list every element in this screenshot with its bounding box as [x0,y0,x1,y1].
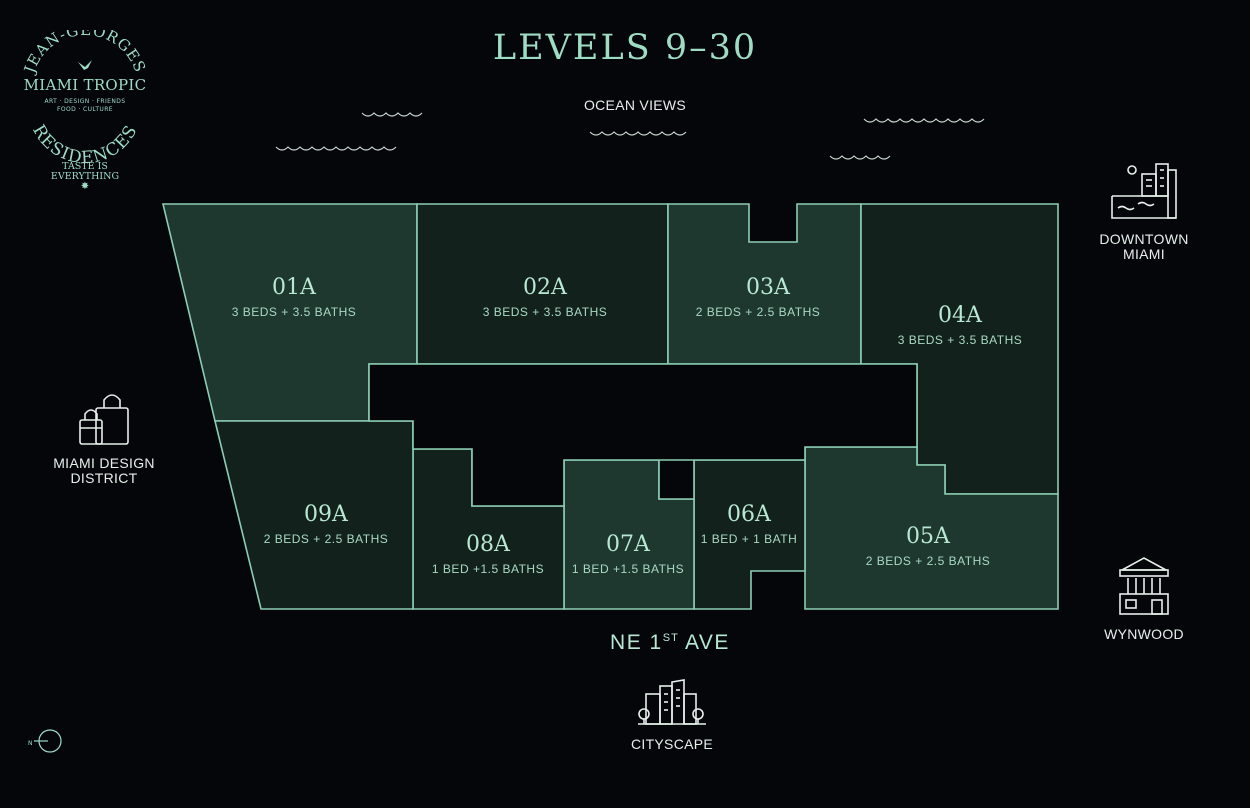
poi-cityscape-line1: CITYSCAPE [630,736,714,752]
unit-01a-name: 01A [272,275,317,300]
unit-03a-name: 03A [746,275,791,300]
skyline-icon [638,679,706,725]
street-prefix: NE 1 [610,631,663,654]
brand-logo: JEAN-GEORGES RESIDENCES MIAMI TROPIC ART… [18,30,152,200]
ocean-views-label: OCEAN VIEWS [583,97,687,113]
poi-miami-design-district: MIAMI DESIGN DISTRICT [44,456,164,486]
poi-downtown-miami: DOWNTOWN MIAMI [1084,232,1204,262]
logo-arc-text: JEAN-GEORGES RESIDENCES [20,30,149,168]
unit-08a-details: 1 BED +1.5 BATHS [432,562,544,576]
ocean-waves [275,112,985,160]
logo-tagline: ART · DESIGN · FRIENDS FOOD · CULTURE [18,98,152,114]
logo-motto: TASTE IS EVERYTHING [18,162,152,182]
street-suffix: AVE [678,631,730,654]
unit-09a-details: 2 BEDS + 2.5 BATHS [264,532,389,546]
wave-line [275,146,397,151]
page-title: LEVELS 9–30 [492,28,758,68]
unit-05a-details: 2 BEDS + 2.5 BATHS [866,554,991,568]
museum-building-icon [1119,557,1169,615]
wave-line [829,155,891,160]
unit-09a-name: 09A [304,502,349,527]
unit-05a[interactable] [804,446,1059,610]
unit-02a-details: 3 BEDS + 3.5 BATHS [483,305,608,319]
logo-motto-1: TASTE IS [62,161,108,172]
wave-line [361,112,423,117]
unit-07a-name: 07A [606,532,651,557]
street-label: NE 1ST AVE [560,631,780,655]
logo-tagline-2: FOOD · CULTURE [57,106,113,113]
logo-name: MIAMI TROPIC [23,76,147,94]
unit-03a-details: 2 BEDS + 2.5 BATHS [696,305,821,319]
poi-downtown-line2: MIAMI [1123,246,1165,262]
unit-09a[interactable] [213,420,414,610]
logo-tagline-1: ART · DESIGN · FRIENDS [44,98,126,105]
city-waterfront-icon [1111,163,1177,219]
compass-icon: N [28,729,62,753]
bird-icon [78,60,92,70]
logo-motto-2: EVERYTHING [50,171,120,182]
unit-04a-details: 3 BEDS + 3.5 BATHS [898,333,1023,347]
poi-design-line2: DISTRICT [70,470,138,486]
unit-06a-name: 06A [727,502,772,527]
poi-design-line1: MIAMI DESIGN [53,455,155,471]
unit-01a-details: 3 BEDS + 3.5 BATHS [232,305,357,319]
unit-05a-name: 05A [906,524,951,549]
wave-line [863,118,985,123]
compass-north-label: N [28,740,33,747]
poi-cityscape: CITYSCAPE [612,737,732,752]
street-suffix-sup: ST [662,632,679,644]
wave-line [589,131,687,136]
unit-02a-name: 02A [523,275,568,300]
poi-wynwood-line1: WYNWOOD [1104,626,1184,642]
unit-04a-name: 04A [938,303,983,328]
star-icon: ✸ [80,181,90,192]
unit-06a-details: 1 BED + 1 BATH [701,532,797,546]
unit-08a-name: 08A [466,532,511,557]
poi-downtown-line1: DOWNTOWN [1099,231,1189,247]
poi-wynwood: WYNWOOD [1084,627,1204,642]
building-core [368,363,918,507]
unit-07a-details: 1 BED +1.5 BATHS [572,562,684,576]
shopping-bags-icon [79,394,129,445]
